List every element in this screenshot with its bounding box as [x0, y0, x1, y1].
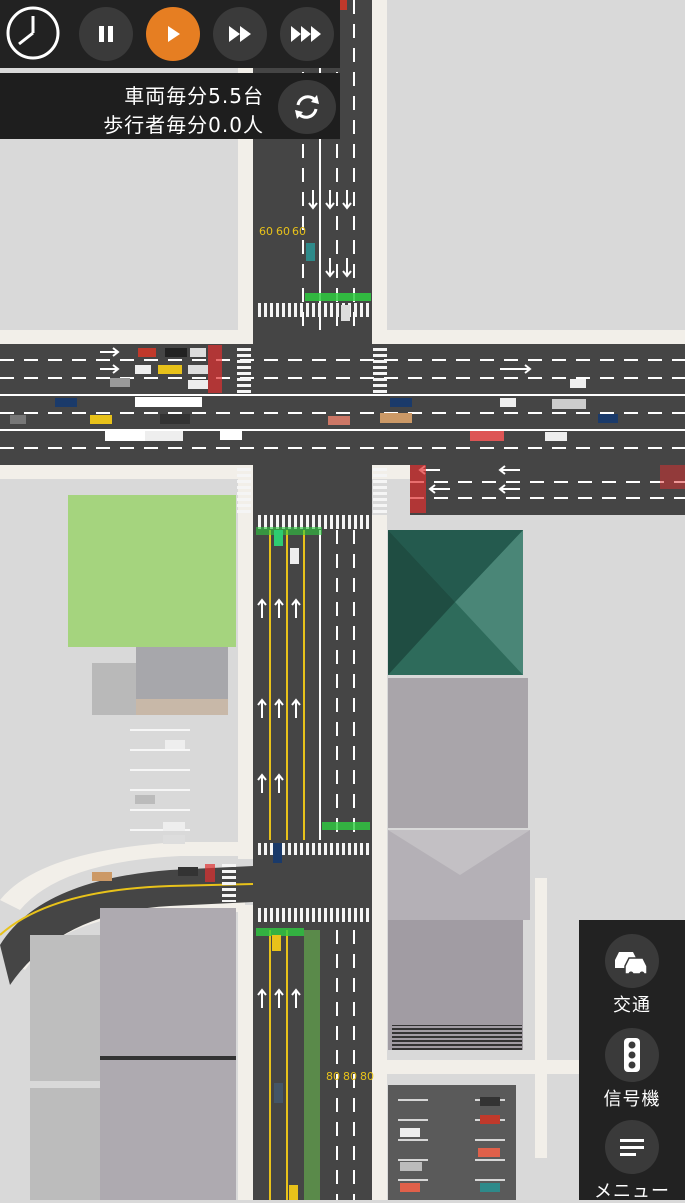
road-marking-5: 80 — [343, 1070, 357, 1083]
side-menu: 交通 信号機 メニュー — [579, 920, 685, 1203]
vehicle — [135, 365, 151, 374]
park-block — [68, 495, 236, 647]
speed-markings: 60 60 60 80 80 80 — [259, 225, 374, 1083]
clock-icon — [6, 6, 60, 60]
refresh-icon — [295, 95, 319, 119]
road-marking-4: 80 — [326, 1070, 340, 1083]
clock-button[interactable] — [0, 0, 66, 66]
vehicle-rate-text: 車両毎分5.5台 — [124, 84, 264, 108]
traffic-button[interactable]: 交通 — [579, 934, 685, 1017]
vehicle — [135, 795, 155, 804]
fast-forward-icon — [229, 26, 251, 42]
vehicle — [480, 1097, 500, 1106]
pedestrian-rate-text: 歩行者毎分0.0人 — [103, 113, 264, 137]
vehicle — [338, 0, 347, 10]
vehicle — [598, 414, 618, 423]
vehicle — [328, 416, 350, 425]
menu-label: メニュー — [594, 1181, 670, 1202]
vehicle — [160, 414, 190, 424]
vehicle — [55, 398, 77, 407]
vehicle — [135, 397, 171, 407]
vehicle — [90, 415, 112, 424]
vehicle — [478, 1148, 500, 1157]
vehicle — [289, 1185, 298, 1200]
vehicle — [274, 530, 283, 546]
play-button[interactable] — [146, 7, 200, 61]
vehicle — [552, 399, 586, 409]
menu-icon — [620, 1139, 644, 1156]
vehicle — [165, 740, 185, 749]
vehicle — [163, 822, 185, 831]
north-south-road — [253, 0, 372, 1200]
fastest-forward-button[interactable] — [280, 7, 334, 61]
vehicle — [273, 843, 282, 863]
vehicle — [158, 365, 182, 374]
vehicle — [274, 1083, 283, 1103]
fast-forward-button[interactable] — [213, 7, 267, 61]
road-marking-6: 80 — [360, 1070, 374, 1083]
traffic-light-icon — [624, 1038, 640, 1072]
play-icon — [168, 26, 180, 42]
vehicle — [400, 1128, 420, 1137]
vehicles — [10, 0, 618, 1200]
fastest-forward-icon — [291, 26, 321, 42]
cars-icon — [615, 952, 648, 976]
vehicle — [400, 1162, 422, 1171]
vehicle — [110, 378, 130, 387]
vehicle — [220, 431, 242, 440]
road-marking-2: 60 — [276, 225, 290, 238]
vehicle — [545, 432, 567, 441]
vehicle — [190, 348, 206, 357]
reset-button[interactable] — [278, 80, 336, 134]
traffic-label: 交通 — [613, 995, 651, 1016]
signals-button[interactable]: 信号機 — [579, 1028, 685, 1111]
vehicle — [105, 431, 145, 441]
pause-button[interactable] — [79, 7, 133, 61]
buildings — [30, 495, 530, 1200]
vehicle — [341, 305, 350, 321]
vehicle — [470, 431, 504, 441]
vehicle — [168, 397, 202, 407]
vehicle — [500, 398, 516, 407]
vehicle — [145, 431, 183, 441]
pause-icon — [99, 26, 113, 42]
vehicle — [400, 1183, 420, 1192]
vehicle — [290, 548, 299, 564]
vehicle — [306, 243, 315, 261]
vehicle — [390, 398, 412, 407]
traffic-signals — [205, 293, 685, 936]
vehicle — [178, 867, 198, 876]
vehicle — [92, 872, 112, 881]
vehicle — [272, 935, 281, 951]
vehicle — [480, 1115, 500, 1124]
vehicle — [138, 348, 156, 357]
menu-button[interactable]: メニュー — [579, 1120, 685, 1203]
green-roof-building — [388, 530, 523, 675]
vehicle — [163, 835, 185, 844]
road-marking-3: 60 — [292, 225, 306, 238]
lane-arrows — [100, 190, 532, 1008]
vehicle — [188, 365, 208, 374]
vehicle — [380, 413, 412, 423]
vehicle — [165, 348, 187, 357]
road-marking-1: 60 — [259, 225, 273, 238]
vehicle — [10, 415, 26, 424]
vehicle — [480, 1183, 500, 1192]
vehicle — [188, 380, 208, 389]
vehicle — [570, 379, 586, 388]
signals-label: 信号機 — [603, 1089, 661, 1110]
